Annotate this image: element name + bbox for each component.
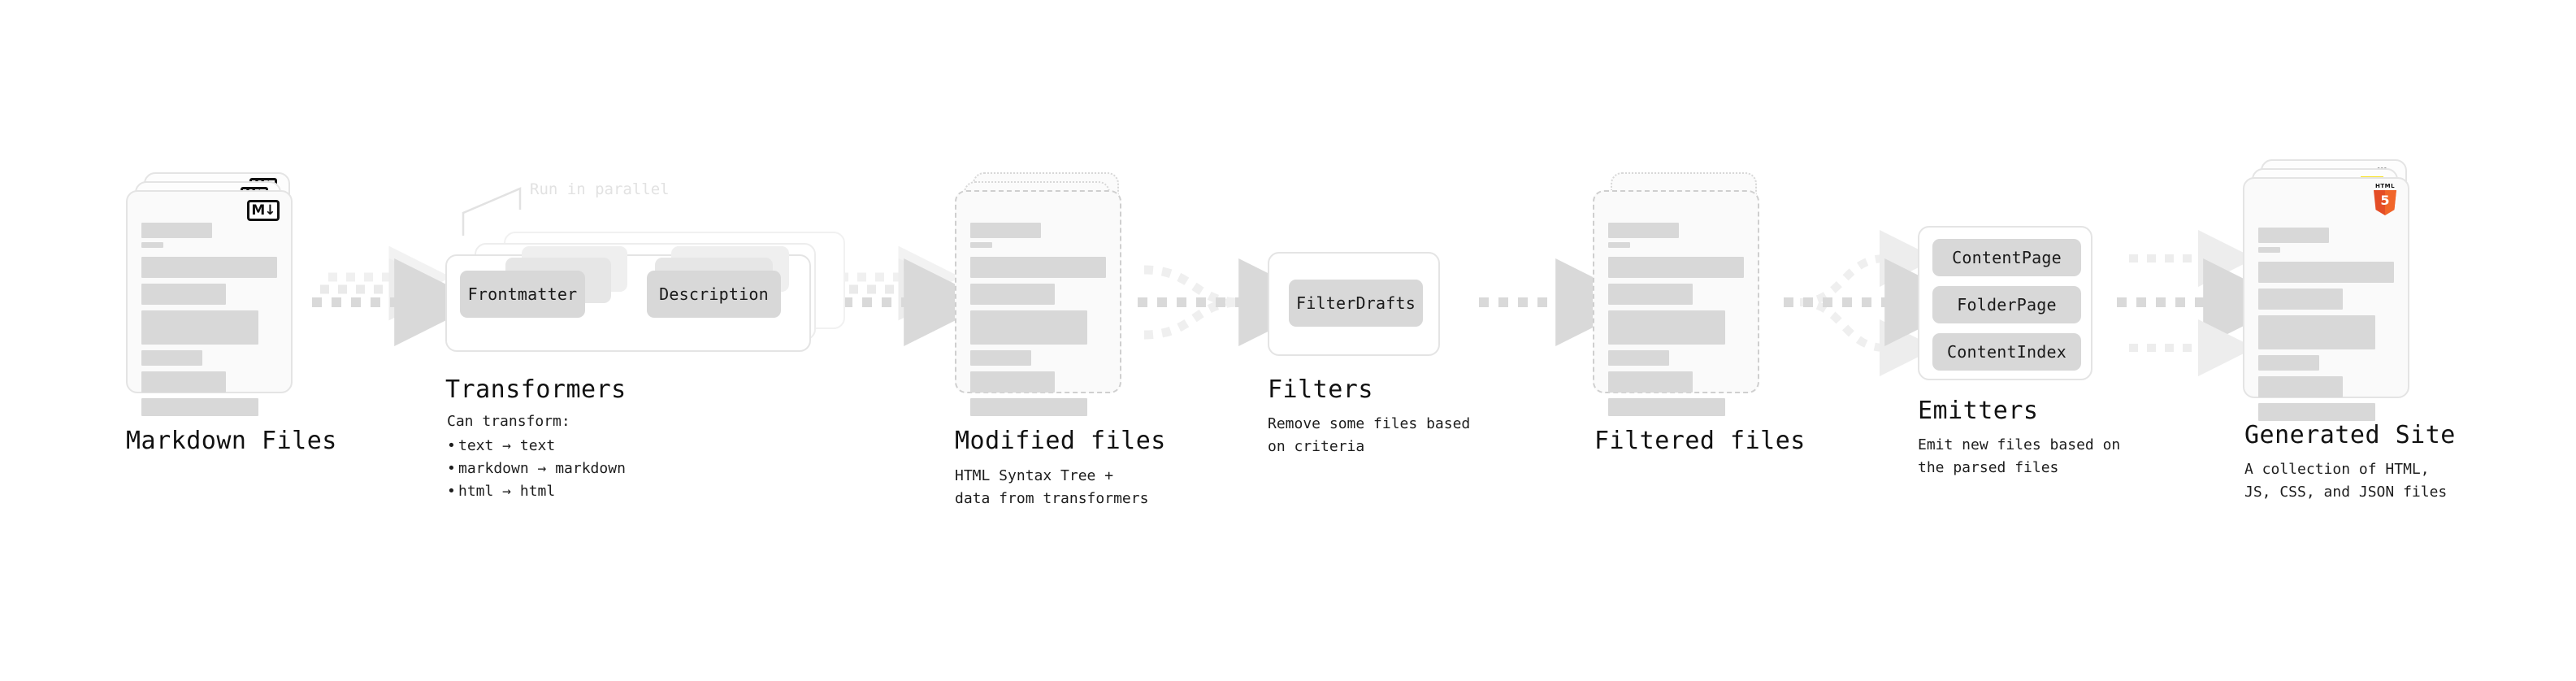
emitter-chip-folderpage[interactable]: FolderPage [1932, 286, 2081, 323]
skeleton-bar [2258, 376, 2343, 397]
emitter-chip-contentindex[interactable]: ContentIndex [1932, 333, 2081, 371]
stage-title-emitters: Emitters [1918, 397, 2039, 425]
stage-subtitle-generated-site: A collection of HTML, JS, CSS, and JSON … [2244, 461, 2448, 501]
arrow-markdown-to-transformers [312, 245, 483, 346]
stage-title-filtered-files: Filtered files [1594, 427, 1806, 455]
skeleton-bar [970, 350, 1032, 366]
skeleton-bar [1608, 257, 1744, 278]
transformers-list-lead: Can transform: [447, 413, 570, 430]
site-file-card-html: HTML 5 [2243, 177, 2409, 421]
stage-subtitle-emitters: Emit new files based on the parsed files [1918, 436, 2121, 476]
transformer-chip-description[interactable]: Description [647, 271, 781, 318]
skeleton-bar [970, 371, 1055, 393]
skeleton-bar [1608, 371, 1693, 393]
skeleton-bar [1608, 242, 1630, 248]
transformer-chip-frontmatter[interactable]: Frontmatter [460, 271, 585, 318]
transformers-list-item: html → html [447, 480, 626, 503]
stage-subtitle-modified-files: HTML Syntax Tree + data from transformer… [955, 467, 1149, 507]
stage-title-markdown-files: Markdown Files [126, 427, 337, 455]
transformers-capability-list: Can transform: text → text markdown → ma… [447, 410, 626, 503]
skeleton-bar [1608, 223, 1679, 238]
skeleton-bar [141, 257, 277, 278]
markdown-icon: M↓ [247, 200, 280, 221]
skeleton-bar [1608, 310, 1725, 345]
skeleton-bar [970, 398, 1087, 416]
skeleton-bar [2258, 247, 2280, 253]
skeleton-bar [970, 242, 992, 248]
skeleton-bar [2258, 315, 2375, 349]
file-skeleton [970, 223, 1106, 416]
file-skeleton [1608, 223, 1744, 416]
filtered-file-card [1593, 190, 1759, 416]
run-in-parallel-leader [462, 187, 522, 236]
skeleton-bar [2258, 288, 2343, 310]
filters-panel: FilterDrafts [1268, 252, 1440, 356]
skeleton-bar [2258, 262, 2394, 283]
stage-transformers: Frontmatter Description [445, 232, 852, 362]
transformers-list-item: markdown → markdown [447, 458, 626, 480]
arrow-filtered-to-emitters [1784, 230, 1973, 376]
arrow-modified-to-filters [1138, 258, 1327, 346]
skeleton-bar [141, 350, 203, 366]
stage-emitters: ContentPage FolderPage ContentIndex [1918, 226, 2092, 380]
skeleton-bar [141, 284, 226, 305]
skeleton-bar [2258, 228, 2329, 243]
markdown-file-card: M↓ [126, 190, 293, 416]
html5-icon: HTML 5 [2372, 184, 2398, 216]
run-in-parallel-label: Run in parallel [530, 180, 670, 198]
skeleton-bar [141, 371, 226, 393]
stage-title-transformers: Transformers [445, 375, 627, 404]
skeleton-bar [141, 223, 212, 238]
stage-subtitle-filters: Remove some files based on criteria [1268, 415, 1471, 455]
emitter-chip-contentpage[interactable]: ContentPage [1932, 239, 2081, 276]
filter-chip-filterdrafts[interactable]: FilterDrafts [1289, 280, 1423, 327]
skeleton-bar [970, 257, 1106, 278]
arrow-emitters-to-site [2117, 230, 2292, 376]
skeleton-bar [970, 223, 1041, 238]
skeleton-bar [2258, 403, 2375, 421]
stage-generated-site: CSS HTML 5 [2243, 159, 2409, 421]
skeleton-bar [141, 242, 163, 248]
stage-markdown-files: M↓ M↓ M↓ [126, 172, 293, 416]
stage-title-generated-site: Generated Site [2244, 421, 2456, 449]
emitters-panel: ContentPage FolderPage ContentIndex [1918, 226, 2092, 380]
skeleton-bar [141, 398, 258, 416]
transformers-list-item: text → text [447, 435, 626, 458]
skeleton-bar [1608, 284, 1693, 305]
stage-filters: FilterDrafts [1268, 252, 1440, 356]
skeleton-bar [141, 310, 258, 345]
skeleton-bar [1608, 350, 1670, 366]
skeleton-bar [970, 284, 1055, 305]
skeleton-bar [2258, 355, 2320, 371]
file-skeleton [141, 223, 277, 416]
modified-file-card [955, 190, 1121, 416]
skeleton-bar [970, 310, 1087, 345]
file-skeleton [2258, 228, 2394, 421]
stage-modified-files [955, 172, 1121, 416]
stage-title-filters: Filters [1268, 375, 1373, 404]
stage-title-modified-files: Modified files [955, 427, 1166, 455]
skeleton-bar [1608, 398, 1725, 416]
stage-filtered-files [1593, 172, 1759, 416]
